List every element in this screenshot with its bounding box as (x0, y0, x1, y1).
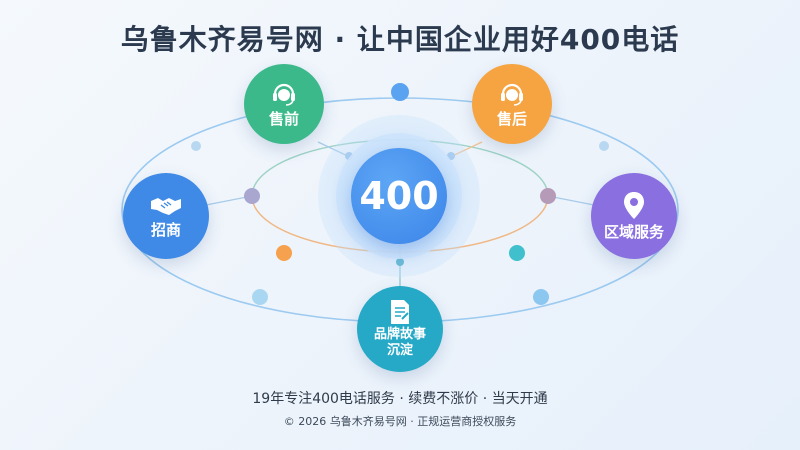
orbit-dot (191, 141, 201, 151)
headset-icon (497, 80, 527, 108)
orbit-dot (252, 289, 268, 305)
node-label: 区域服务 (603, 223, 664, 241)
node-after-sales: 售后 (472, 64, 552, 144)
node-before-sales: 售前 (244, 64, 324, 144)
document-icon (388, 299, 412, 325)
footer-tagline: 19年专注400电话服务 · 续费不涨价 · 当天开通 (252, 391, 548, 407)
node-label: 招商 (150, 221, 181, 239)
orbit-dot (244, 188, 260, 204)
orbit-dot (509, 245, 525, 261)
orbit-dot (391, 83, 409, 101)
node-label-line1: 品牌故事 (373, 327, 426, 342)
page-title: 乌鲁木齐易号网 · 让中国企业用好400电话 (120, 23, 680, 56)
footer-copyright: © 2026 乌鲁木齐易号网 · 正规运营商授权服务 (283, 415, 517, 428)
orbit-dot (533, 289, 549, 305)
center-400-badge: 400 (351, 148, 447, 244)
headset-icon (269, 80, 299, 108)
node-label: 售前 (268, 110, 299, 128)
map-pin-icon (622, 191, 646, 221)
handshake-icon (149, 193, 183, 219)
node-label-line2: 沉淀 (386, 343, 413, 358)
orbit-dot (599, 141, 609, 151)
node-regional-service: 区域服务 (591, 173, 677, 259)
node-investment: 招商 (123, 173, 209, 259)
node-label: 售后 (496, 110, 527, 128)
node-brand-story: 品牌故事 沉淀 (357, 286, 443, 372)
orbit-dot (276, 245, 292, 261)
orbit-dot (540, 188, 556, 204)
